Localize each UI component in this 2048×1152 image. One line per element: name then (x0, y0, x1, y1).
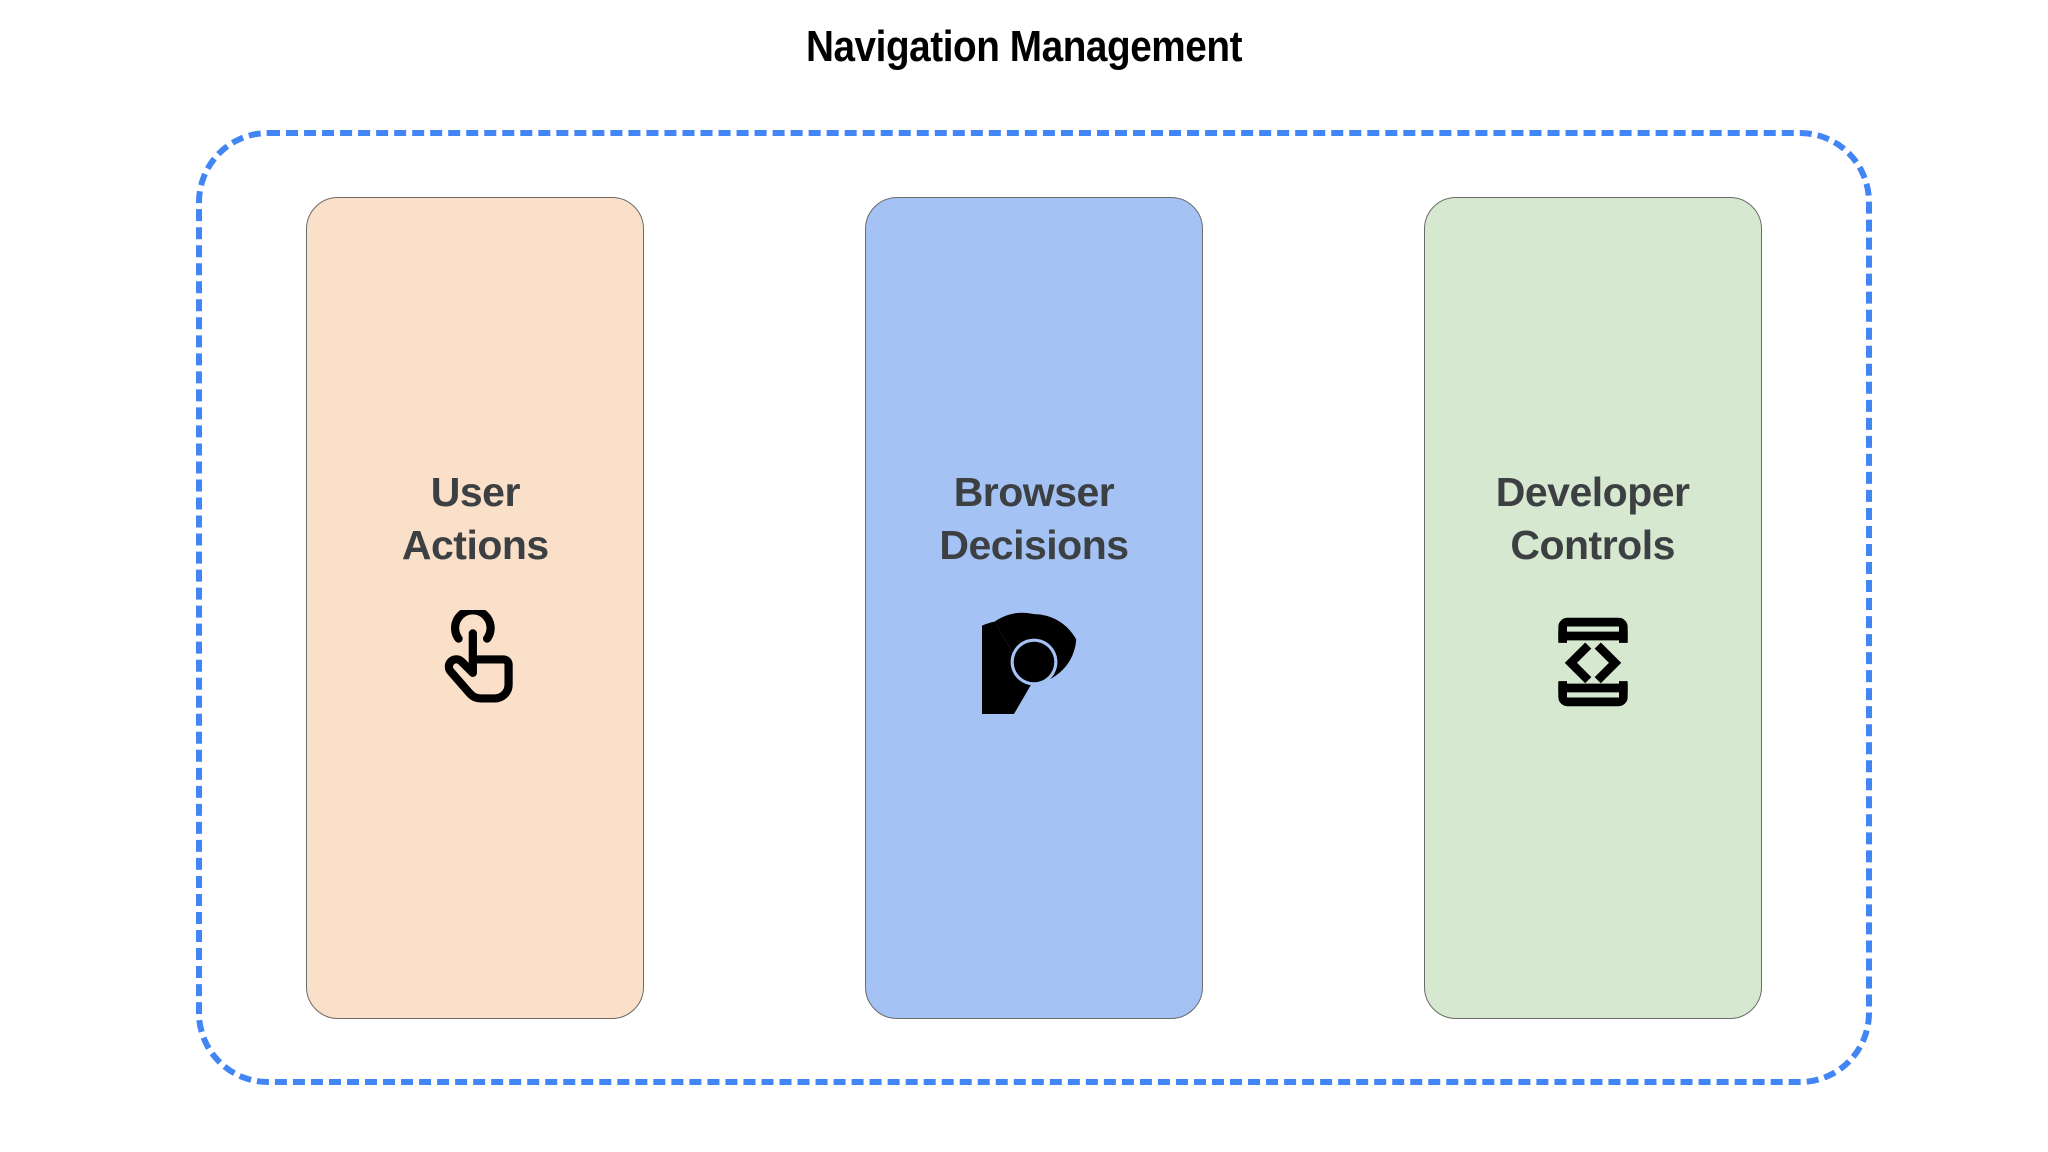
navigation-management-group-outline (196, 130, 1872, 1085)
card-browser-decisions[interactable]: Browser Decisions (864, 196, 1203, 1019)
card-browser-decisions-label: Browser Decisions (939, 468, 1129, 568)
touch-app-icon (423, 610, 527, 714)
developer-mode-icon (1541, 610, 1645, 714)
chrome-logo-icon (981, 610, 1086, 715)
card-user-actions-label: User Actions (401, 468, 549, 568)
card-developer-controls-label: Developer Controls (1495, 468, 1690, 568)
cards-row: User Actions Browser Decisions (196, 130, 1872, 1085)
page-title: Navigation Management (805, 22, 1243, 71)
card-user-actions[interactable]: User Actions (306, 196, 645, 1019)
card-developer-controls[interactable]: Developer Controls (1423, 196, 1762, 1019)
